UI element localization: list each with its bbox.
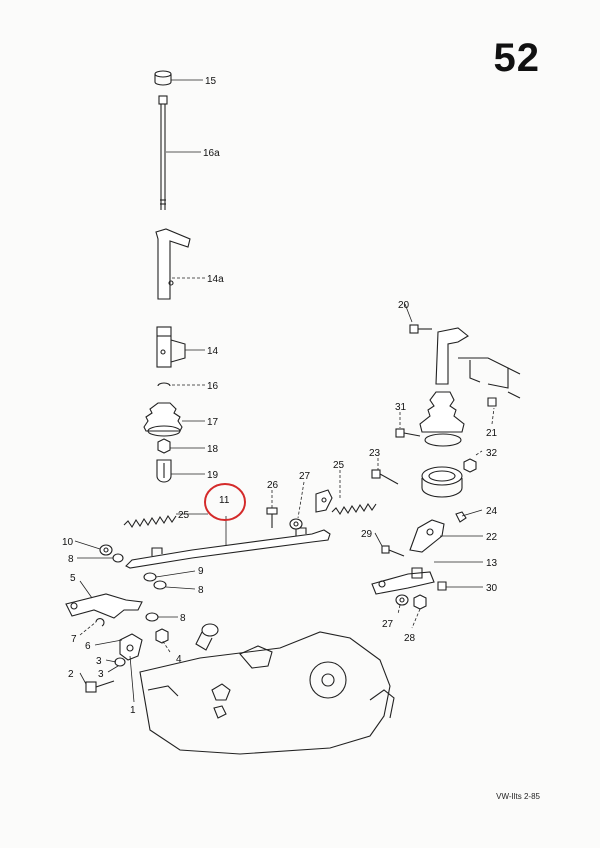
part-22-bracket	[409, 519, 445, 553]
part-28-nut	[413, 594, 427, 610]
part-26-bolt	[266, 507, 278, 528]
label-6: 6	[85, 641, 91, 652]
part-27-washer	[289, 518, 303, 530]
label-25-right: 25	[333, 460, 345, 471]
callout-labels: 15 16a 14a 14 16 17 18 19 25 26 27 25 20…	[62, 76, 498, 716]
part-23-bolt	[371, 469, 399, 485]
part-29-bolt	[381, 545, 405, 557]
bracket	[315, 489, 333, 513]
part-32-nut	[463, 458, 477, 473]
label-26: 26	[267, 480, 279, 491]
part-24-clip	[455, 511, 467, 523]
label-9: 9	[198, 566, 204, 577]
part-2-bolt	[85, 680, 115, 693]
label-8-low: 8	[180, 613, 186, 624]
label-27-bottom: 27	[382, 619, 394, 630]
label-23: 23	[369, 448, 381, 459]
label-19: 19	[207, 470, 219, 481]
part-7-clip	[95, 618, 105, 627]
label-11: 11	[219, 495, 230, 506]
label-15: 15	[205, 76, 217, 87]
label-3-lower: 3	[98, 669, 104, 680]
part-20-bolt	[409, 324, 432, 334]
label-28: 28	[404, 633, 416, 644]
label-8-mid: 8	[198, 585, 204, 596]
right-boot	[419, 391, 465, 447]
part-9-washer	[143, 572, 157, 582]
label-16a: 16a	[203, 148, 220, 159]
label-1: 1	[130, 705, 136, 716]
part-14a-lever	[155, 228, 191, 300]
label-29: 29	[361, 529, 373, 540]
label-8-top: 8	[68, 554, 74, 565]
label-13: 13	[486, 558, 498, 569]
part-14-housing	[156, 326, 186, 368]
label-22: 22	[486, 532, 498, 543]
label-20: 20	[398, 300, 410, 311]
coupling	[195, 623, 219, 651]
part-3-washer	[114, 657, 126, 667]
part-21-clip	[487, 397, 497, 407]
label-14: 14	[207, 346, 219, 357]
label-5: 5	[70, 573, 76, 584]
label-7: 7	[71, 634, 77, 645]
label-30: 30	[486, 583, 498, 594]
part-8-washer-low	[145, 612, 159, 622]
part-31-bolt	[395, 428, 421, 438]
label-14a: 14a	[207, 274, 224, 285]
part-19-clevis	[156, 459, 172, 483]
label-21: 21	[486, 428, 498, 439]
part-16-clip	[157, 382, 171, 387]
footer-code: VW-Ilts 2-85	[496, 792, 540, 801]
part-17-boot	[143, 402, 183, 437]
label-32: 32	[486, 448, 498, 459]
right-upper-lever	[435, 327, 521, 399]
part-8-washer-mid	[153, 580, 167, 590]
label-10: 10	[62, 537, 74, 548]
part-11-shift-rod	[125, 527, 331, 569]
part-30-clip	[437, 581, 447, 591]
part-5-lever	[65, 593, 143, 619]
part-18-nut	[157, 438, 171, 454]
part-25-spring-left	[123, 514, 177, 529]
label-2: 2	[68, 669, 74, 680]
page-number: 52	[493, 36, 540, 80]
part-15-cap	[154, 70, 172, 86]
part-10-washer	[99, 544, 113, 556]
label-17: 17	[207, 417, 219, 428]
label-31: 31	[395, 402, 407, 413]
part-25-spring-right	[331, 502, 377, 516]
label-3-upper: 3	[96, 656, 102, 667]
part-6-bracket	[119, 633, 143, 661]
right-gasket-ring	[421, 466, 463, 498]
highlight-circle	[204, 483, 246, 521]
part-27-washer-right	[395, 594, 409, 606]
label-25-left: 25	[178, 510, 190, 521]
label-24: 24	[486, 506, 498, 517]
transmission-housing	[139, 631, 395, 755]
part-13-lever	[371, 567, 435, 595]
label-27-top: 27	[299, 471, 311, 482]
label-16: 16	[207, 381, 219, 392]
label-18: 18	[207, 444, 219, 455]
label-4: 4	[176, 654, 182, 665]
part-4-nut	[155, 628, 169, 644]
leader-lines	[74, 79, 495, 703]
part-8-washer-top	[112, 553, 124, 563]
part-16a-rod	[158, 95, 168, 210]
